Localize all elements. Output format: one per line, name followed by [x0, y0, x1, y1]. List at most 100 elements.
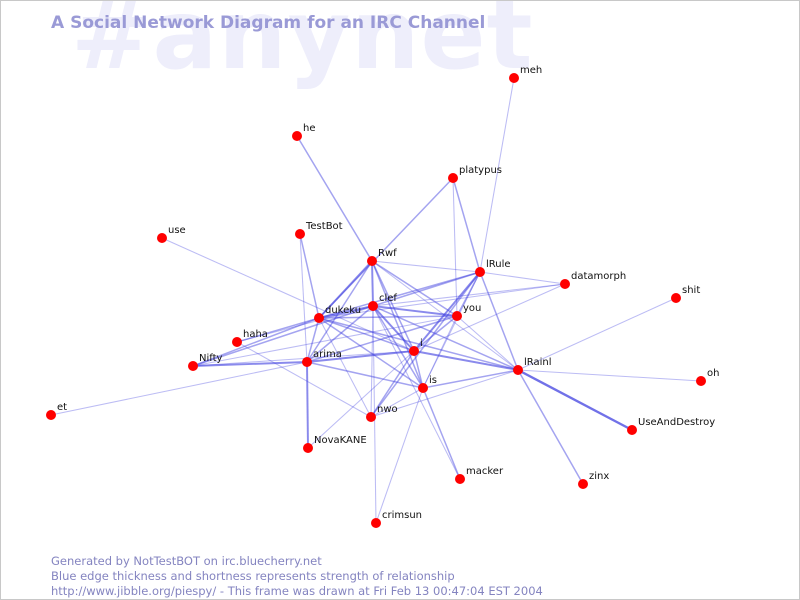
node-label-et: et — [57, 402, 67, 413]
node-label-zinx: zinx — [589, 471, 609, 482]
node-label-platypus: platypus — [459, 165, 502, 176]
edge-lRule-dukeku — [318, 271, 481, 319]
edge-datamorph-i — [413, 283, 566, 352]
node-dot-lRainl — [513, 365, 523, 375]
diagram-title: A Social Network Diagram for an IRC Chan… — [51, 13, 486, 33]
footer: Generated by NotTestBOT on irc.bluecherr… — [51, 554, 543, 599]
node-i: i — [409, 338, 423, 356]
node-label-Nifty: Nifty — [199, 353, 223, 364]
edge-Rwf-is — [371, 260, 424, 389]
edge-arima-is — [306, 361, 424, 389]
node-dot-use — [157, 233, 167, 243]
channel-watermark: #anynet — [71, 0, 534, 91]
node-dot-arima — [302, 357, 312, 367]
edge-you-Nifty — [192, 315, 458, 367]
node-dot-platypus — [448, 173, 458, 183]
node-label-clef: clef — [379, 293, 397, 304]
edge-arima-NovaKANE — [306, 361, 309, 449]
edge-dukeku-Nifty — [192, 317, 320, 367]
edge-lRainl-oh — [517, 369, 702, 382]
edge-dukeku-nwo — [318, 317, 372, 418]
node-dot-shit — [671, 293, 681, 303]
edge-you-lRainl — [456, 315, 519, 371]
edge-clef-dukeku — [318, 305, 374, 319]
node-dot-is — [418, 383, 428, 393]
node-label-i: i — [420, 338, 423, 349]
node-label-macker: macker — [466, 466, 504, 477]
node-label-you: you — [463, 303, 481, 314]
node-dot-i — [409, 346, 419, 356]
edge-lRainl-zinx — [517, 369, 584, 485]
node-label-use: use — [168, 225, 186, 236]
edge-dukeku-lRainl — [318, 317, 519, 371]
node-dot-datamorph — [560, 279, 570, 289]
node-arima: arima — [302, 349, 342, 367]
edge-dukeku-is — [318, 317, 424, 389]
node-label-TestBot: TestBot — [305, 221, 343, 232]
node-label-crimsun: crimsun — [382, 510, 422, 521]
node-lRainl: lRainl — [513, 357, 552, 375]
edge-use-i — [161, 237, 415, 352]
node-platypus: platypus — [448, 165, 502, 183]
edge-lRainl-nwo — [370, 369, 519, 418]
node-label-lRule: lRule — [486, 259, 511, 270]
edge-i-arima — [306, 350, 415, 363]
edge-you-is — [422, 315, 458, 389]
node-label-arima: arima — [313, 349, 342, 360]
node-Rwf: Rwf — [367, 248, 397, 266]
node-you: you — [452, 303, 481, 321]
node-clef: clef — [368, 293, 397, 311]
node-dot-et — [46, 410, 56, 420]
edge-clef-arima — [306, 305, 374, 363]
edge-you-arima — [306, 315, 458, 363]
node-dot-oh — [696, 376, 706, 386]
edge-clef-is — [372, 305, 424, 389]
edge-Nifty-clef — [192, 305, 374, 367]
node-label-he: he — [303, 123, 316, 134]
edge-meh-lRule — [479, 77, 515, 273]
edge-platypus-lRule — [452, 177, 481, 273]
node-Nifty: Nifty — [188, 353, 223, 371]
edge-lRule-nwo — [370, 271, 481, 418]
edge-is-crimsun — [375, 387, 424, 524]
footer-generator-line: Generated by NotTestBOT on irc.bluecherr… — [51, 554, 322, 568]
edge-i-lRainl — [413, 350, 519, 371]
edge-he-Rwf — [296, 135, 373, 262]
edge-clef-i — [372, 305, 415, 352]
edge-datamorph-dukeku — [318, 283, 566, 319]
edge-clef-haha — [236, 305, 374, 343]
node-datamorph: datamorph — [560, 271, 626, 289]
node-dukeku: dukeku — [314, 305, 361, 323]
node-label-dukeku: dukeku — [325, 305, 361, 316]
footer-url-line: http://www.jibble.org/piespy/ - This fra… — [51, 584, 543, 598]
node-UseAndDestroy: UseAndDestroy — [627, 417, 715, 435]
node-label-is: is — [429, 375, 437, 386]
node-macker: macker — [455, 466, 504, 484]
node-dot-haha — [232, 337, 242, 347]
edge-datamorph-clef — [372, 283, 566, 307]
node-shit: shit — [671, 285, 700, 303]
node-haha: haha — [232, 329, 268, 347]
edge-dukeku-you — [318, 315, 458, 319]
edge-i-is — [413, 350, 424, 389]
node-label-datamorph: datamorph — [571, 271, 626, 282]
edge-Nifty-arima — [192, 361, 308, 367]
edge-et-arima — [50, 361, 308, 416]
edge-lRainl-UseAndDestroy — [517, 368, 633, 432]
node-label-oh: oh — [707, 368, 719, 379]
node-meh: meh — [509, 65, 542, 83]
edge-TestBot-dukeku — [299, 233, 320, 319]
node-label-meh: meh — [520, 65, 542, 76]
edge-Rwf-i — [371, 260, 415, 352]
node-dot-he — [292, 131, 302, 141]
node-dot-crimsun — [371, 518, 381, 528]
node-dot-you — [452, 311, 462, 321]
node-use: use — [157, 225, 186, 243]
edge-i-nwo — [370, 350, 415, 418]
edge-lRule-you — [456, 271, 481, 317]
edge-haha-nwo — [236, 341, 372, 418]
edge-dukeku-haha — [236, 317, 320, 343]
node-oh: oh — [696, 368, 719, 386]
